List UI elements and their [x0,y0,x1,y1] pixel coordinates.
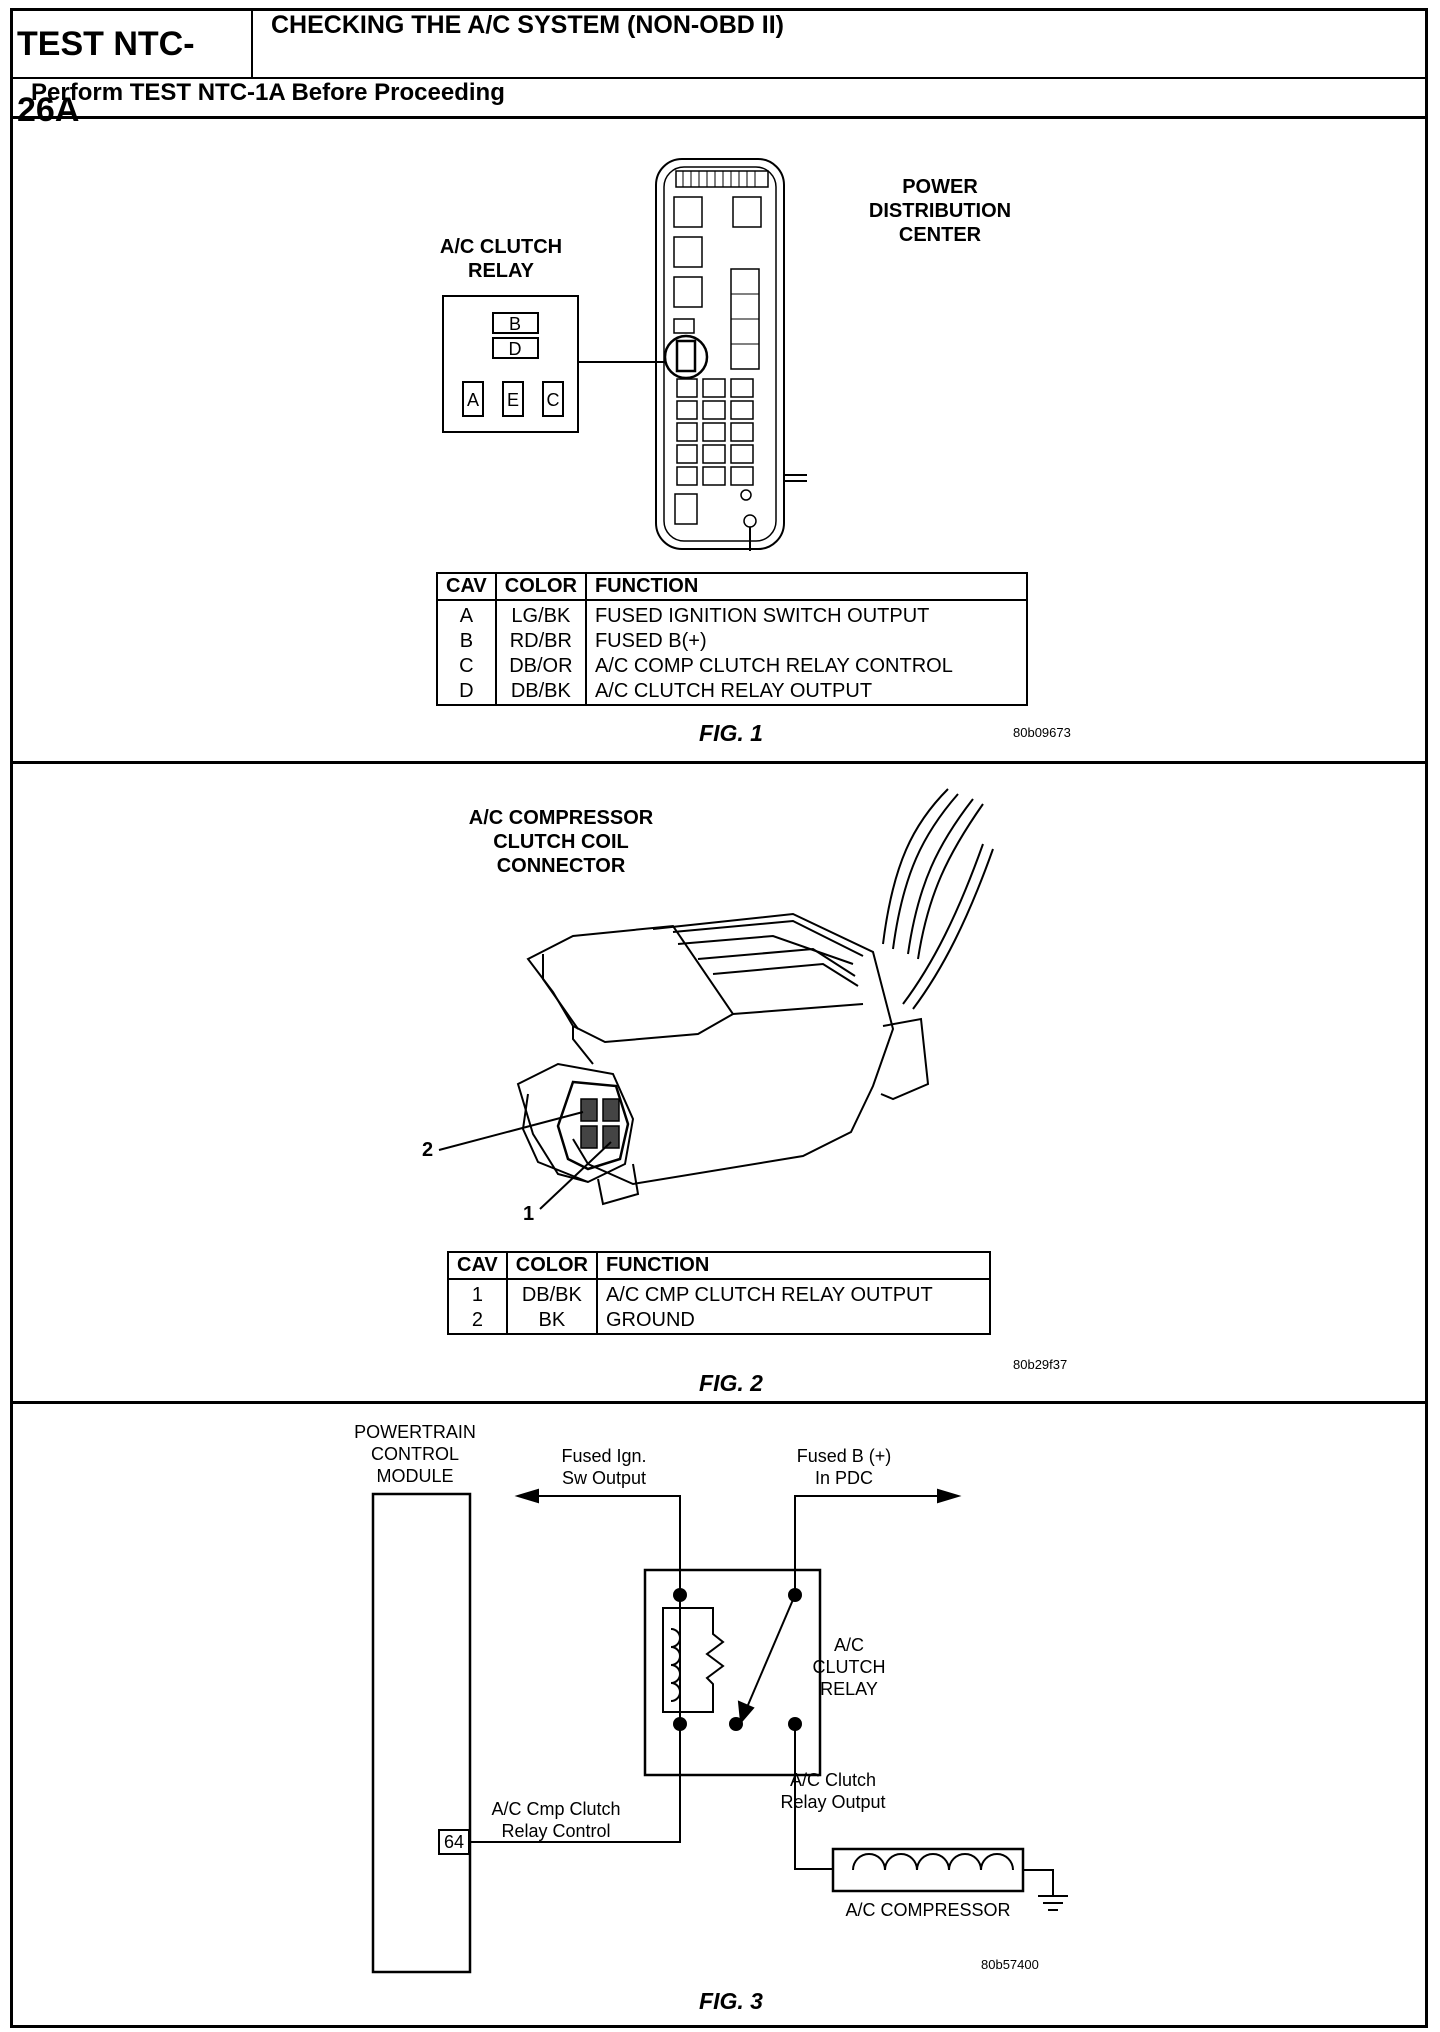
fused-b-label-line1: Fused B (+) [797,1446,892,1466]
pin-b [492,312,539,334]
pin-a-label: A [467,390,479,410]
function: FUSED IGNITION SWITCH OUTPUT [584,600,1029,629]
pcm-label-line1: POWERTRAIN [354,1422,476,1442]
callout-1-leader [539,1141,612,1210]
function: A/C CLUTCH RELAY OUTPUT [584,679,1029,705]
output-label-line2: Relay Output [780,1792,885,1812]
cav: C [436,654,497,679]
color: LG/BK [494,600,587,629]
color: DB/BK [494,679,587,705]
pdc-label-line1: POWER [902,176,978,198]
pin-a [462,381,484,417]
prerequisite-note: Perform TEST NTC-1A Before Proceeding [31,79,505,106]
relay-label-line1: A/C [834,1635,864,1655]
power-distribution-center [655,158,807,551]
col-cav: CAV [436,572,497,601]
function: FUSED B(+) [584,629,1029,654]
col-color: COLOR [505,1251,598,1280]
color: BK [505,1308,598,1334]
callout-1: 1 [523,1203,534,1225]
figure-3-caption: FIG. 3 [699,1988,763,2014]
figure-2-caption: FIG. 2 [699,1370,763,1396]
compressor-label: A/C COMPRESSOR [845,1900,1010,1920]
figure-1-panel: A/C CLUTCH RELAY B D A E C [13,119,1425,764]
pcm-label-line2: CONTROL [371,1444,459,1464]
header-row: TEST NTC-26A CHECKING THE A/C SYSTEM (NO… [13,11,1425,129]
pcm-box [371,1492,472,1974]
relay-label-line2: CLUTCH [812,1657,885,1677]
fused-b-label-line2: In PDC [815,1468,873,1488]
pin-c [542,381,564,417]
relay-box [643,1568,822,1777]
relay-location-circle [663,334,709,380]
color: RD/BR [494,629,587,654]
pin-e-label: E [507,390,519,410]
wiring [470,1488,1068,1911]
cav: 1 [447,1279,508,1308]
connector-label-line1: A/C COMPRESSOR [469,807,654,829]
figure-2-drawing: A/C COMPRESSOR CLUTCH COIL CONNECTOR [422,788,1067,1396]
pin-c-label: C [547,390,560,410]
figure-2-panel: A/C COMPRESSOR CLUTCH COIL CONNECTOR [13,764,1425,1404]
figure-2-code: 80b29f37 [1013,1357,1067,1372]
relay-pinout: B D A E C [442,295,579,433]
figure-3-panel: POWERTRAIN CONTROL MODULE 64 Fused Ign. … [13,1404,1425,2025]
relay-label-line1: A/C CLUTCH [440,236,562,258]
connector-label-line2: CLUTCH COIL [493,831,629,853]
pin-e [502,381,524,417]
output-label-line1: A/C Clutch [790,1770,876,1790]
pin-d-label: D [509,339,522,359]
pin-d [492,337,539,359]
pdc-label-line2: DISTRIBUTION [869,200,1011,222]
relay-terminals [673,1588,802,1731]
fused-ign-label-line2: Sw Output [562,1468,646,1488]
subtitle-row: Perform TEST NTC-1A Before Proceeding [13,79,1425,119]
function: A/C CMP CLUTCH RELAY OUTPUT [595,1279,992,1308]
col-color: COLOR [494,572,587,601]
test-id: TEST NTC-26A [13,11,253,129]
cav: 2 [447,1308,508,1334]
control-label-line1: A/C Cmp Clutch [491,1799,620,1819]
relay-label-line3: RELAY [820,1679,878,1699]
color: DB/BK [505,1279,598,1308]
clutch-coil-connector [516,788,994,1206]
color: DB/OR [494,654,587,679]
control-label-line2: Relay Control [501,1821,610,1841]
figure-1-caption: FIG. 1 [699,720,763,746]
function: A/C COMP CLUTCH RELAY CONTROL [584,654,1029,679]
relay-label-line2: RELAY [468,260,535,282]
callout-2: 2 [422,1139,433,1161]
pcm-pin-64-label: 64 [444,1832,464,1852]
pcm-label-line3: MODULE [376,1466,453,1486]
function: GROUND [595,1308,992,1334]
cav: B [436,629,497,654]
figure-3-code: 80b57400 [981,1957,1039,1972]
pdc-label-line3: CENTER [899,224,982,246]
test-title: CHECKING THE A/C SYSTEM (NON-OBD II) [271,11,784,39]
col-function: FUNCTION [584,572,1029,601]
pin-b-label: B [509,314,521,334]
callout-2-leader [438,1111,584,1151]
cav: D [436,679,497,705]
figure-1-code: 80b09673 [1013,725,1071,740]
figure-3-schematic: POWERTRAIN CONTROL MODULE 64 Fused Ign. … [354,1422,1068,2014]
test-procedure-page: TEST NTC-26A CHECKING THE A/C SYSTEM (NO… [10,8,1428,2028]
col-cav: CAV [447,1251,508,1280]
cav: A [436,600,497,629]
fused-ign-label-line1: Fused Ign. [561,1446,646,1466]
col-function: FUNCTION [595,1251,992,1280]
pcm-pin-64 [438,1829,470,1855]
connector-label-line3: CONNECTOR [497,855,626,877]
figure-1-drawing: A/C CLUTCH RELAY B D A E C [440,158,1071,746]
